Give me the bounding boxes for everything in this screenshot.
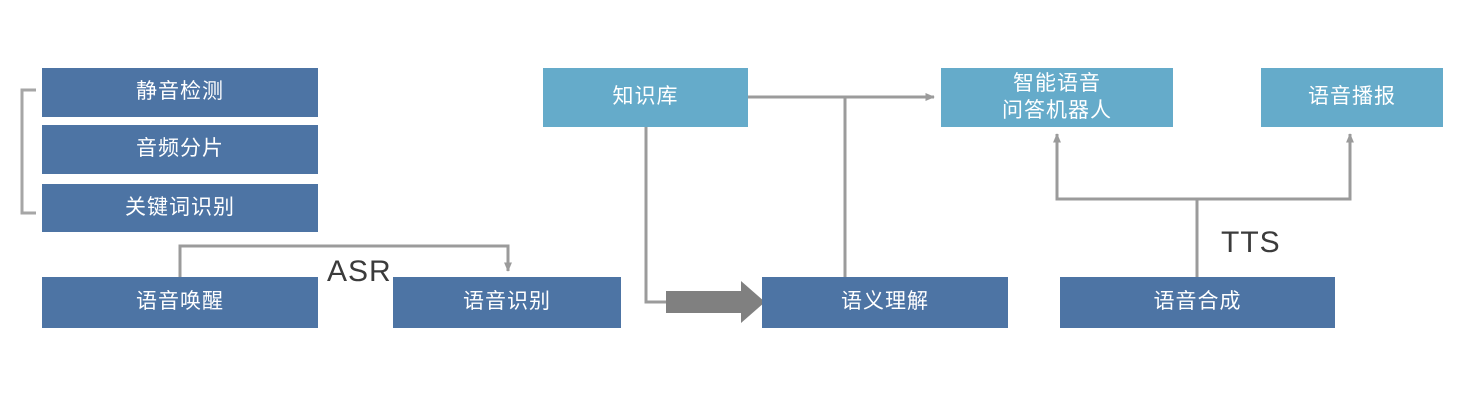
box-keyword-spotting[interactable]: 关键词识别: [42, 184, 318, 232]
connector-thick-arrow-to-semantic: [666, 281, 765, 323]
box-label-line1: 智能语音: [1013, 72, 1101, 96]
connector-kb-to-semantic: [644, 127, 670, 304]
box-label: 语义理解: [841, 290, 929, 314]
box-voice-broadcast[interactable]: 语音播报: [1261, 68, 1443, 127]
label-tts: TTS: [1221, 226, 1281, 259]
box-label: 知识库: [612, 85, 679, 109]
box-label: 静音检测: [136, 80, 224, 104]
box-label: 关键词识别: [125, 195, 235, 219]
connector-asr: [178, 244, 512, 277]
box-speech-recognition[interactable]: 语音识别: [393, 277, 621, 328]
box-qa-robot[interactable]: 智能语音 问答机器人: [941, 68, 1173, 127]
box-label: 语音识别: [463, 290, 551, 314]
box-label: 语音唤醒: [136, 290, 224, 314]
connector-tts: [1053, 133, 1354, 277]
box-knowledge-base[interactable]: 知识库: [543, 68, 748, 127]
box-label: 语音合成: [1153, 290, 1242, 314]
box-speech-synthesis[interactable]: 语音合成: [1060, 277, 1335, 328]
box-label-multiline: 智能语音 问答机器人: [1002, 71, 1112, 124]
box-label: 音频分片: [136, 137, 224, 161]
box-label-line2: 问答机器人: [1002, 98, 1112, 122]
box-audio-segmentation[interactable]: 音频分片: [42, 125, 318, 174]
box-silence-detection[interactable]: 静音检测: [42, 68, 318, 117]
label-asr: ASR: [327, 255, 392, 288]
box-voice-wakeup[interactable]: 语音唤醒: [42, 277, 318, 328]
box-label: 语音播报: [1308, 85, 1396, 109]
box-semantic-understanding[interactable]: 语义理解: [762, 277, 1008, 328]
grouping-bracket-icon: [20, 88, 36, 215]
